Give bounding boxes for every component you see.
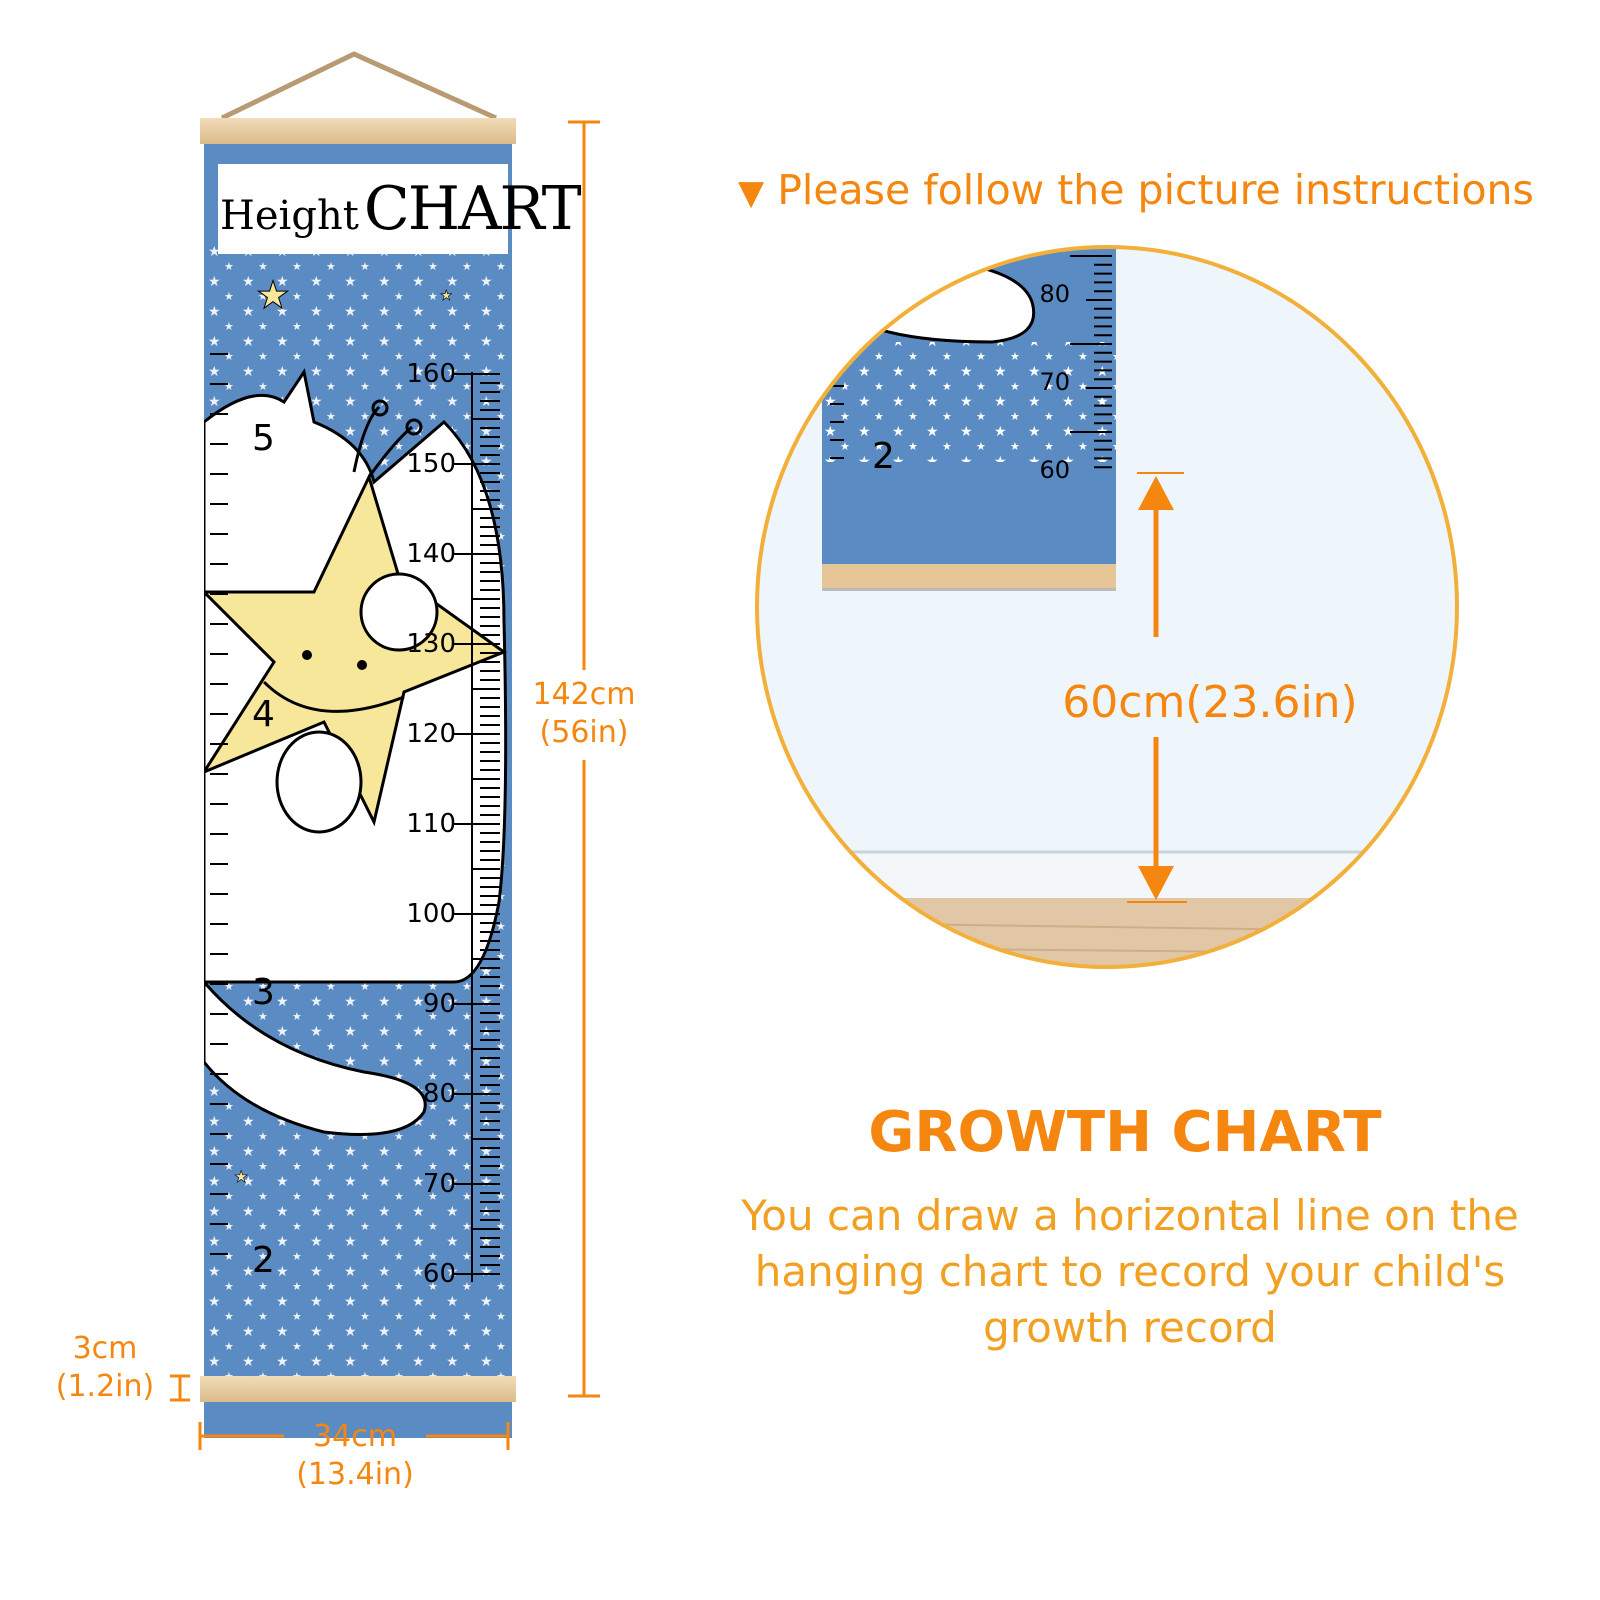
height-in-label: (56in) [539, 715, 629, 750]
cm-mark-label: 150 [406, 449, 456, 479]
svg-text:★: ★ [234, 1167, 248, 1186]
installation-detail: ★ ★ [755, 245, 1459, 969]
cm-mark-label: 110 [406, 809, 456, 839]
cm-mark-label: 140 [406, 539, 456, 569]
width-cm-label: 34cm [313, 1419, 397, 1454]
width-in-label: (13.4in) [296, 1457, 414, 1492]
detail-cm-label: 80 [1039, 280, 1070, 308]
cm-mark-label: 60 [422, 1259, 456, 1289]
detail-cm-label: 60 [1039, 456, 1070, 484]
desc-line-3: growth record [983, 1303, 1277, 1352]
cm-mark-label: 80 [422, 1079, 456, 1109]
feet-mark-label: 5 [252, 418, 275, 459]
growth-chart-description: You can draw a horizontal line on the ha… [700, 1188, 1560, 1356]
detail-cm-label: 70 [1039, 368, 1070, 396]
detail-feet-label: 2 [872, 436, 895, 477]
svg-text:★: ★ [256, 273, 290, 317]
triangle-down-icon: ▼ [738, 173, 765, 213]
measurement-label: 60cm(23.6in) [1062, 677, 1358, 728]
feet-mark-label: 2 [252, 1240, 275, 1281]
cm-mark-label: 130 [406, 629, 456, 659]
svg-text:★: ★ [440, 288, 453, 304]
banner-title-chart: CHART [363, 174, 582, 244]
cm-mark-label: 90 [422, 989, 456, 1019]
bottom-wood-rod [200, 1376, 516, 1402]
instructions: ▼ Please follow the picture instructions [738, 166, 1558, 214]
rod-in-label: (1.2in) [55, 1369, 155, 1404]
cm-mark-label: 70 [422, 1169, 456, 1199]
cm-mark-label: 120 [406, 719, 456, 749]
cm-mark-label: 100 [406, 899, 456, 929]
height-cm-label: 142cm [532, 677, 636, 712]
desc-line-2: hanging chart to record your child's [754, 1247, 1506, 1296]
feet-mark-label: 3 [252, 972, 275, 1013]
banner-title-height: Height [220, 193, 359, 239]
desc-line-1: You can draw a horizontal line on the [741, 1191, 1519, 1240]
instructions-text: Please follow the picture instructions [777, 166, 1534, 214]
rod-cm-label: 3cm [72, 1331, 138, 1366]
height-chart-banner: ★ ★ ★ ★ ★ Height [200, 118, 582, 1438]
cm-mark-label: 160 [406, 359, 456, 389]
banner-title [218, 164, 508, 254]
feet-mark-label: 4 [252, 694, 275, 735]
top-wood-rod [200, 118, 516, 144]
growth-chart-title: GROWTH CHART [868, 1100, 1382, 1165]
hanging-string [220, 51, 498, 121]
